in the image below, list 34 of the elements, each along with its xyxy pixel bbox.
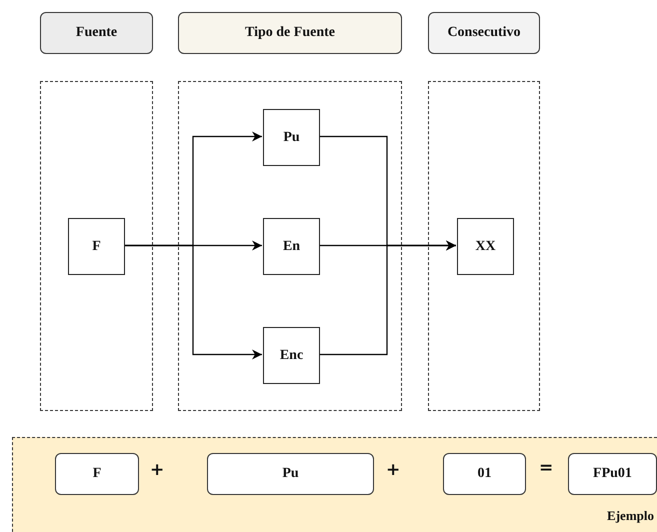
code-box (207, 453, 374, 495)
operator-sign: + (150, 460, 164, 480)
column-title: Fuente (76, 25, 118, 41)
lane-box (40, 81, 153, 411)
box-label: Pu (283, 130, 300, 146)
column-header (428, 12, 540, 54)
box-label: XX (475, 238, 496, 254)
arrow (319, 240, 456, 356)
box-label: Enc (280, 348, 304, 364)
process-box (68, 218, 125, 275)
code-box (568, 453, 657, 495)
column-title: Tipo de Fuente (245, 25, 335, 41)
process-box (263, 109, 320, 166)
operator-sign: = (539, 458, 554, 478)
operator-sign: + (386, 460, 400, 480)
box-label: FPu01 (593, 466, 632, 482)
column-title: Consecutivo (447, 25, 521, 41)
lane-box (428, 81, 540, 411)
process-box (263, 327, 320, 384)
code-box (55, 453, 139, 495)
arrow (124, 244, 262, 360)
column-header (40, 12, 153, 54)
process-box (457, 218, 514, 275)
code-box (443, 453, 526, 495)
example-panel (12, 437, 657, 532)
column-header (178, 12, 402, 54)
box-label: En (282, 238, 300, 254)
box-label: F (92, 466, 102, 482)
box-label: F (92, 238, 101, 254)
box-label: 01 (478, 466, 492, 482)
lane-box (178, 81, 402, 411)
process-box (263, 218, 320, 275)
box-label: Pu (282, 466, 299, 482)
example-caption: Ejemplo (607, 508, 654, 524)
